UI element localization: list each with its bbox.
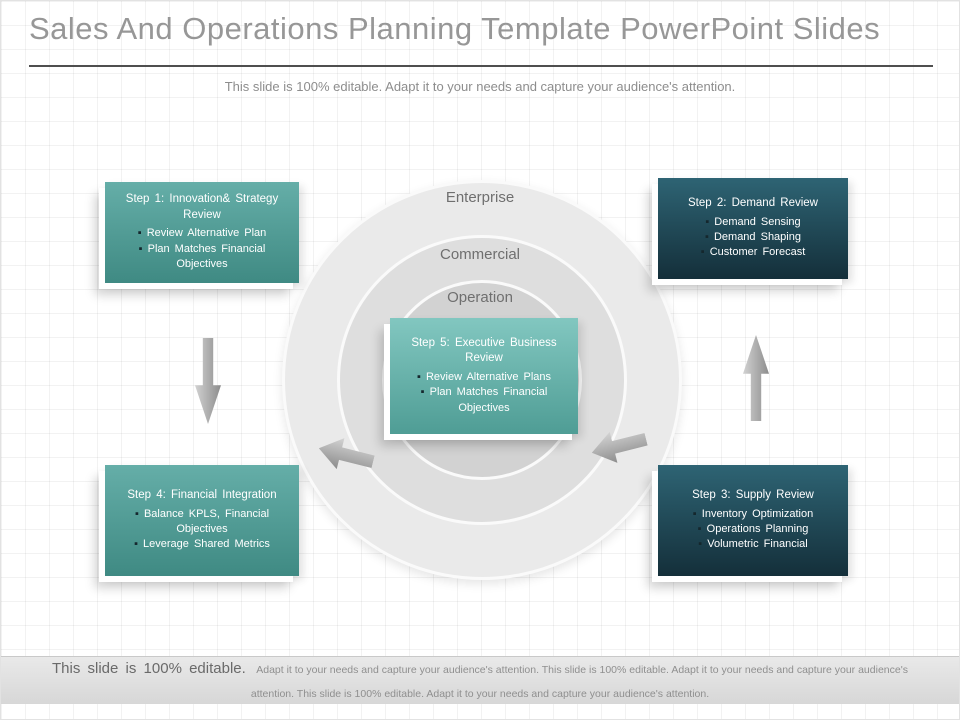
title-divider [29,65,933,67]
step2-box: Step 2: Demand Review Demand SensingDema… [658,178,848,279]
step2-bullets: Demand SensingDemand ShapingCustomer For… [665,215,841,261]
step-bullet: Customer Forecast [665,245,841,260]
step-bullet: Leverage Shared Metrics [112,537,292,552]
step3-box: Step 3: Supply Review Inventory Optimiza… [658,465,848,576]
ring-label-enterprise: Enterprise [445,189,515,206]
step-bullet: Review Alternative Plan [112,226,292,241]
step3-title: Step 3: Supply Review [692,489,814,502]
step5-bullets: Review Alternative PlansPlan Matches Fin… [397,370,571,416]
footer-bar: This slide is 100% editable. Adapt it to… [1,656,959,704]
step-bullet: Volumetric Financial [665,537,841,552]
down-arrow [195,338,221,424]
step-bullet: Inventory Optimization [665,507,841,522]
step1-box: Step 1: Innovation& Strategy Review Revi… [105,182,299,283]
step4-title: Step 4: Financial Integration [127,489,277,502]
step-bullet: Balance KPLS, Financial Objectives [112,507,292,538]
step5-title: Step 5: Executive Business Review [411,336,557,365]
step-bullet: Plan Matches Financial Objectives [112,242,292,273]
step-bullet: Plan Matches Financial Objectives [397,385,571,416]
step3-bullets: Inventory OptimizationOperations Plannin… [665,507,841,553]
step-bullet: Review Alternative Plans [397,370,571,385]
ring-label-operation: Operation [447,289,513,306]
step-bullet: Operations Planning [665,522,841,537]
step1-bullets: Review Alternative PlanPlan Matches Fina… [112,226,292,272]
step5-box: Step 5: Executive Business Review Review… [390,318,578,434]
step4-bullets: Balance KPLS, Financial ObjectivesLevera… [112,507,292,553]
subtitle: This slide is 100% editable. Adapt it to… [224,79,736,94]
page-title: Sales And Operations Planning Template P… [29,11,881,46]
step-bullet: Demand Shaping [665,230,841,245]
step-bullet: Demand Sensing [665,215,841,230]
step4-box: Step 4: Financial Integration Balance KP… [105,465,299,576]
step1-title: Step 1: Innovation& Strategy Review [125,193,279,221]
footer-rest: Adapt it to your needs and capture your … [250,663,908,700]
step2-title: Step 2: Demand Review [687,197,818,210]
ring-label-commercial: Commercial [439,246,520,263]
footer-lead: This slide is 100% editable. [52,659,246,677]
up-arrow [743,335,769,421]
footer-text: This slide is 100% editable. Adapt it to… [1,657,959,705]
